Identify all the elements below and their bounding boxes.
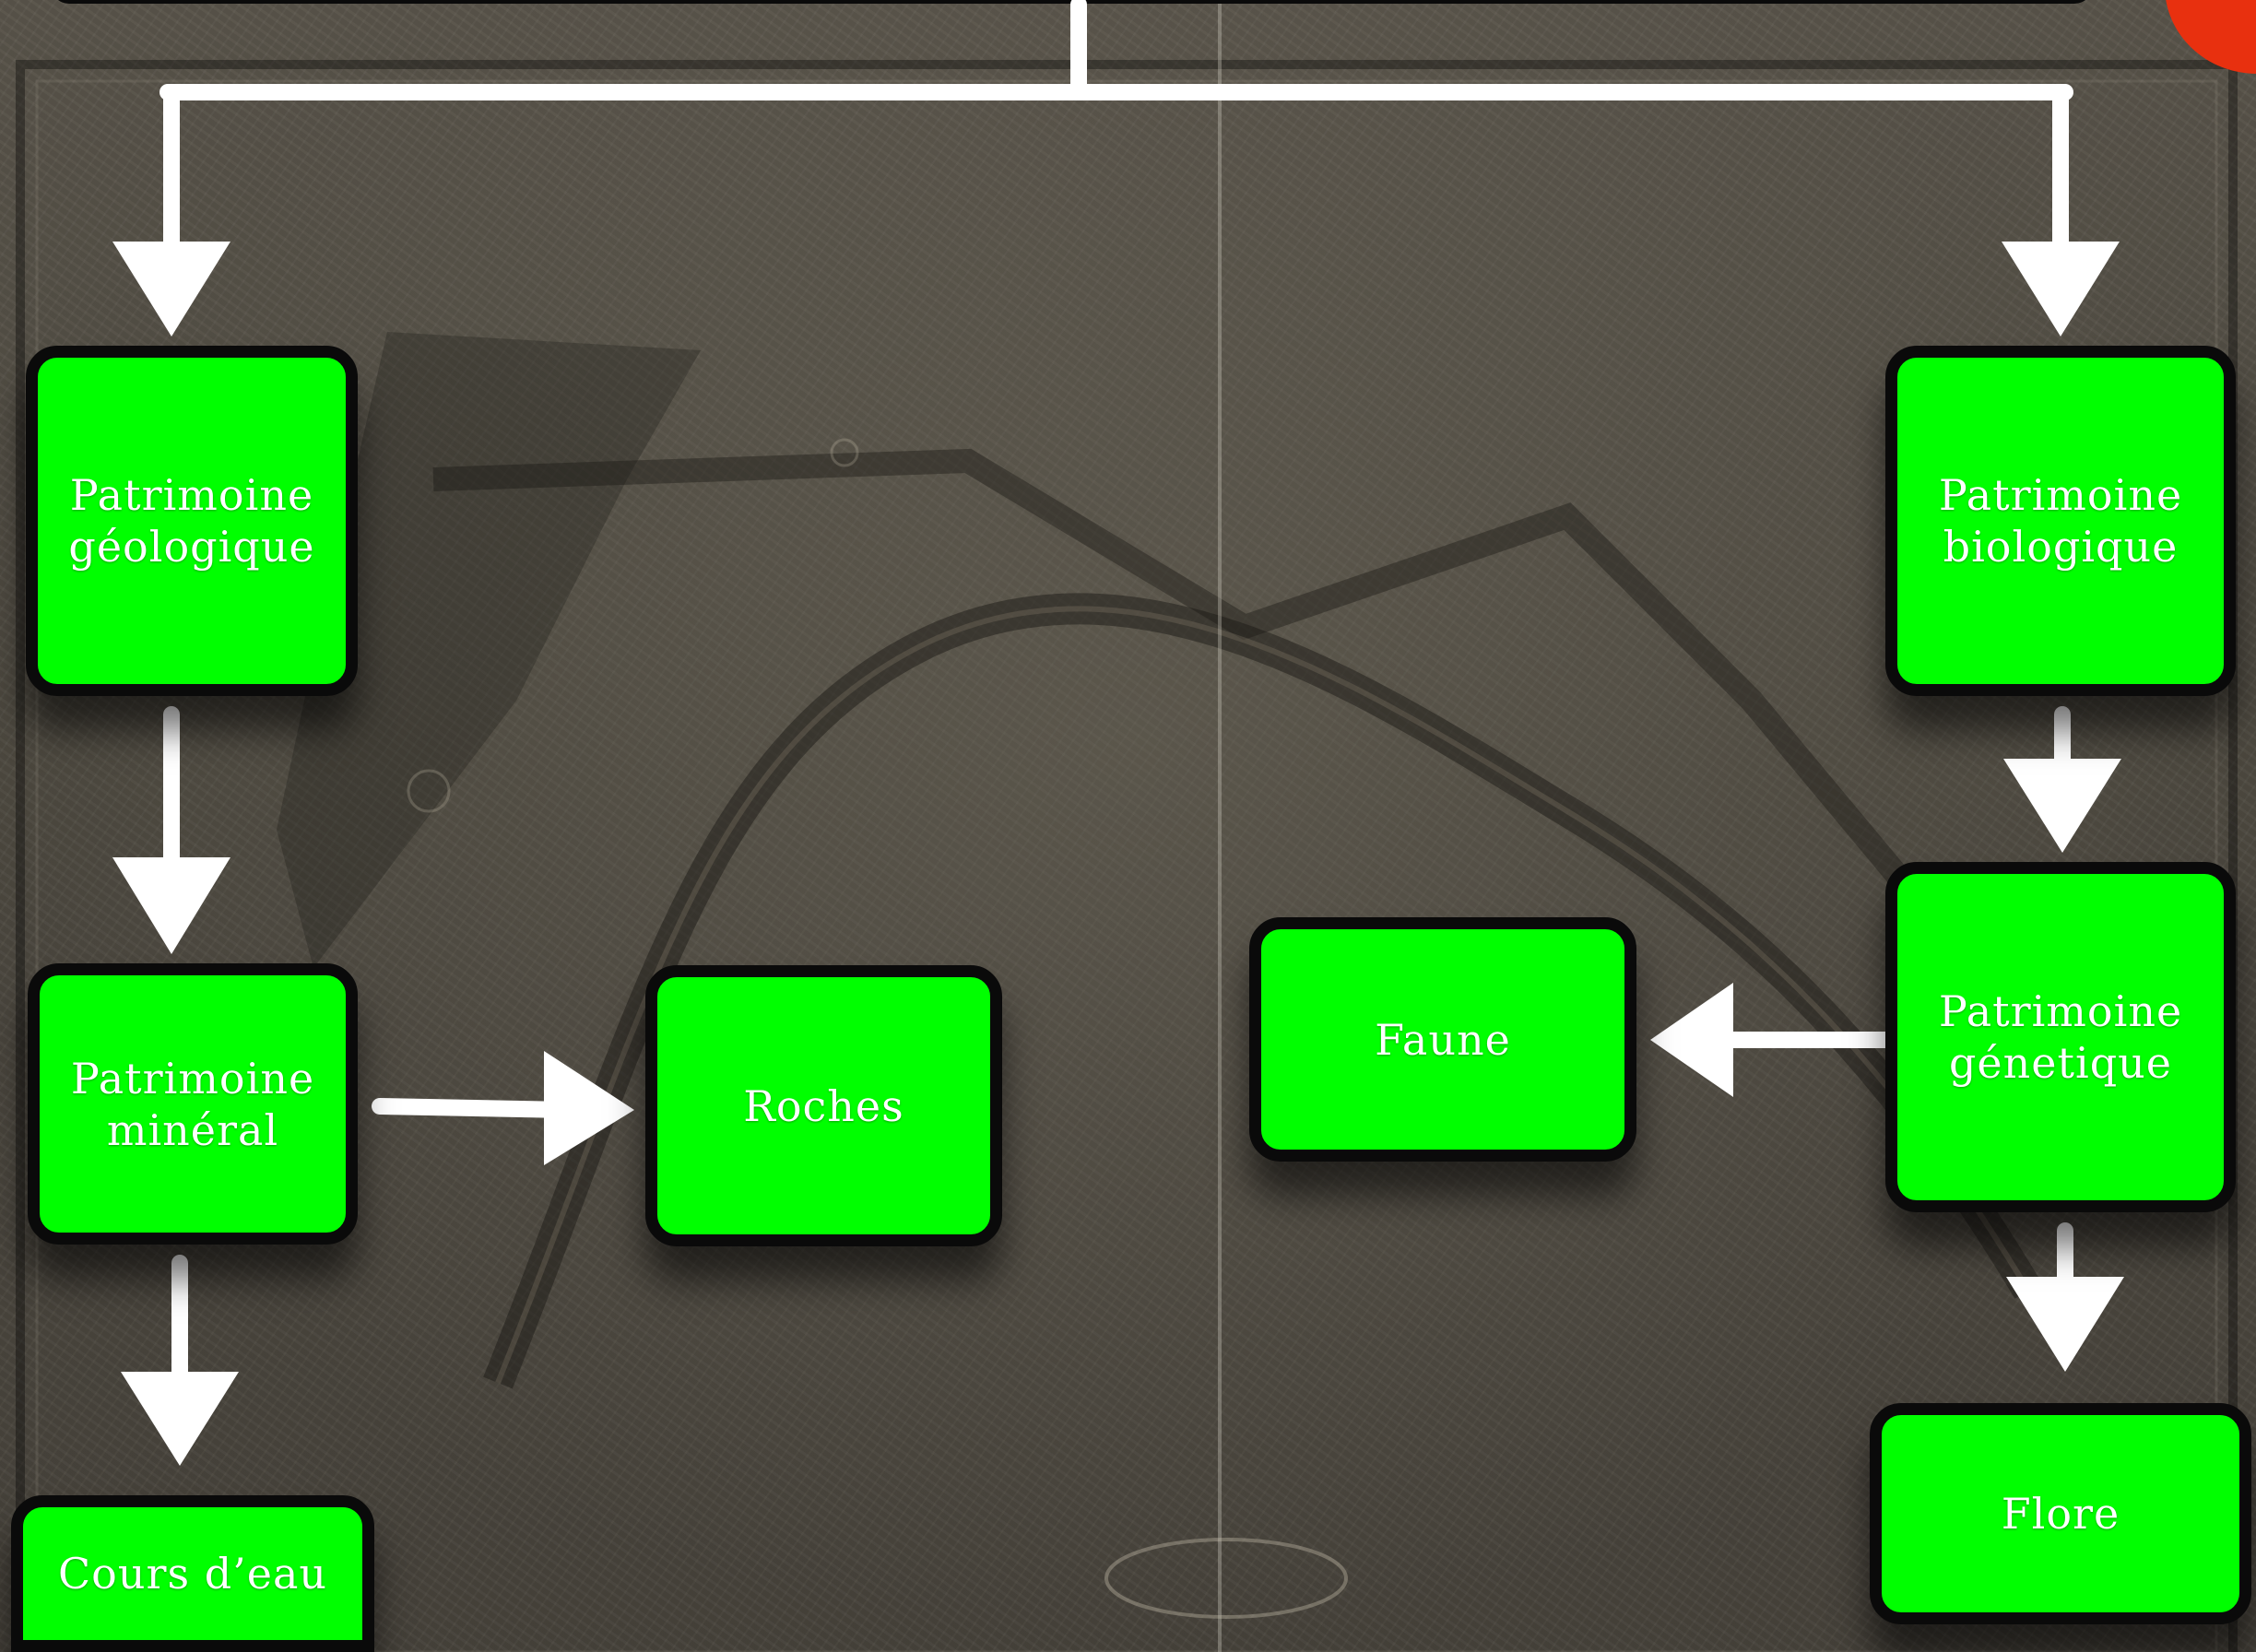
node-label: Patrimoine biologique: [1938, 470, 2183, 572]
node-label: Cours d’eau: [57, 1549, 328, 1599]
node-label: Patrimoine génetique: [1938, 986, 2183, 1088]
node-faune: Faune: [1249, 917, 1636, 1162]
node-flore: Flore: [1870, 1403, 2251, 1624]
arrowhead-biologique: [2002, 242, 2120, 336]
node-patrimoine-geologique: Patrimoine géologique: [26, 346, 358, 696]
node-patrimoine-mineral: Patrimoine minéral: [28, 963, 358, 1245]
node-label: Patrimoine géologique: [68, 470, 315, 572]
node-patrimoine-genetique: Patrimoine génetique: [1885, 862, 2236, 1212]
node-label: Faune: [1375, 1014, 1511, 1065]
arrowhead-faune: [1650, 983, 1733, 1097]
node-label: Roches: [743, 1080, 904, 1131]
arrowhead-flore: [2006, 1277, 2124, 1372]
node-cours-eau: Cours d’eau: [11, 1495, 374, 1652]
arrowhead-roches: [544, 1051, 634, 1165]
arrowhead-mineral: [112, 857, 230, 954]
node-label: Patrimoine minéral: [70, 1053, 315, 1155]
node-label: Flore: [2001, 1489, 2120, 1539]
arrowhead-geologique: [112, 242, 230, 336]
arrow-mineral-roches: [372, 1098, 575, 1118]
arrowhead-cours-eau: [121, 1372, 239, 1466]
node-roches: Roches: [645, 965, 1002, 1246]
node-patrimoine-biologique: Patrimoine biologique: [1885, 346, 2236, 696]
arrowhead-genetique: [2003, 759, 2121, 853]
